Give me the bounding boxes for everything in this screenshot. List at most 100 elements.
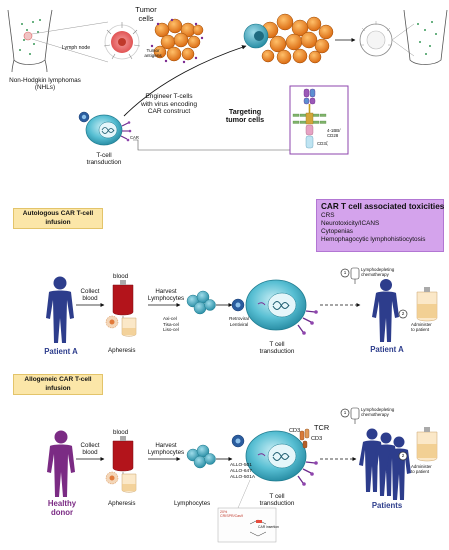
infusion-bag-allo bbox=[416, 427, 438, 462]
toxicities-title: CAR T cell associated toxicities bbox=[321, 202, 445, 211]
tcr-label: TCR bbox=[314, 423, 330, 432]
step2-number-auto: 2 bbox=[401, 310, 405, 316]
patient-a-figure-left bbox=[46, 276, 74, 343]
blood-bag-auto bbox=[112, 280, 134, 322]
attacking-tcell-top bbox=[243, 23, 269, 49]
car-receptors-allo bbox=[297, 461, 316, 484]
patient-a-label-right: Patient A bbox=[370, 345, 404, 354]
step2-circle-allo bbox=[398, 451, 408, 461]
affected-node-left bbox=[23, 31, 33, 41]
torso-outline-right bbox=[403, 9, 448, 65]
product-name: ALLO-501 bbox=[230, 463, 252, 468]
lymphocytes-label-allo: Lymphocytes bbox=[174, 500, 211, 507]
zoom-line-right-top bbox=[391, 23, 415, 41]
toxicity-item: CRS bbox=[321, 212, 335, 219]
nhl-label: Non-Hodgkin lymphomas(NHLs) bbox=[9, 77, 81, 92]
gene-insert-red bbox=[256, 520, 262, 523]
large-tcell-auto bbox=[245, 279, 307, 331]
toxicity-item: Cytopenias bbox=[321, 228, 353, 235]
car-receptors-auto bbox=[297, 310, 316, 333]
apheresis-wheel-auto bbox=[105, 315, 119, 329]
chemo-bag-allo bbox=[350, 407, 360, 424]
car-small-label: CAR bbox=[130, 135, 139, 140]
tumor-cell-cluster bbox=[153, 18, 204, 62]
patient-a-figure-right bbox=[372, 279, 399, 342]
car-construct-graphic bbox=[292, 88, 327, 149]
dead-tumor-cell bbox=[359, 21, 393, 57]
tumor-antigen-dots bbox=[150, 18, 204, 64]
tumor-cells-label: Tumor cells bbox=[135, 5, 157, 23]
virus-particle-top bbox=[78, 111, 90, 123]
product-name: Tisa-cel bbox=[163, 321, 179, 327]
blood-label-allo: blood bbox=[113, 429, 129, 436]
lymph-node-dots-right bbox=[417, 21, 437, 55]
zoom-line-right-bottom bbox=[391, 39, 415, 57]
autologous-products-list: Axi-cel Tisa-cel Liso-cel bbox=[163, 316, 179, 333]
lymphocyte-cluster-auto bbox=[186, 290, 216, 315]
product-name: ALLO-501A bbox=[230, 474, 256, 480]
car-receptors-top bbox=[120, 122, 129, 140]
crispr-zoom-line bbox=[237, 479, 251, 509]
lymphocyte-cluster-allo bbox=[186, 444, 216, 469]
allogeneic-products-list: ALLO-501 ALLO-647 ALLO-501A bbox=[230, 463, 255, 481]
zoom-line-bottom bbox=[31, 38, 109, 63]
product-name: ALLO-647 bbox=[230, 468, 252, 474]
patients-group-figures bbox=[359, 428, 411, 500]
step2-number-allo: 2 bbox=[401, 452, 405, 458]
step1-number-allo: 1 bbox=[343, 409, 347, 415]
healthy-donor-figure bbox=[47, 430, 75, 497]
car-construct-box bbox=[289, 85, 349, 155]
toxicity-item: Neurotoxicity/ICANS bbox=[321, 220, 380, 227]
apheresis-label-auto: Apheresis bbox=[108, 347, 136, 354]
large-tcell-allo bbox=[245, 430, 307, 482]
lymph-node-label: Lymph node bbox=[61, 45, 91, 51]
blood-label-auto: blood bbox=[113, 273, 129, 280]
toxicity-item: Hemophagocytic lymphohistiocytosis bbox=[321, 236, 426, 243]
plasma-bag-allo bbox=[121, 473, 137, 493]
crispr-inset bbox=[217, 507, 277, 543]
chemo-bag-auto bbox=[350, 267, 360, 284]
lymph-node-cell bbox=[103, 22, 141, 60]
apheresis-wheel-allo bbox=[105, 471, 119, 485]
step1-number-auto: 1 bbox=[343, 269, 347, 275]
zoom-line-top bbox=[31, 21, 109, 35]
tcr-complex-allo bbox=[299, 428, 310, 449]
cd3-label-a: CD3 bbox=[289, 428, 301, 434]
virus-particle-auto bbox=[231, 298, 245, 312]
blood-bag-allo bbox=[112, 436, 134, 478]
product-name: Liso-cel bbox=[163, 327, 179, 333]
product-name: Axi-cel bbox=[163, 316, 177, 321]
toxicities-box: CAR T cell associated toxicities CRS Neu… bbox=[316, 199, 444, 252]
patient-a-label-left: Patient A bbox=[44, 347, 78, 356]
step2-circle-auto bbox=[398, 309, 408, 319]
costim-domain-label: 4-1BB/CD28 bbox=[327, 128, 341, 139]
patients-label: Patients bbox=[371, 501, 403, 510]
targeting-tumor-cluster bbox=[261, 13, 334, 65]
car-zoom-bracket bbox=[133, 139, 291, 151]
torso-outline-left bbox=[7, 9, 53, 73]
virus-particle-allo bbox=[231, 434, 245, 448]
targeting-arrow bbox=[123, 45, 247, 117]
crispr-label: 20%CRISPR/Cas9 bbox=[220, 510, 243, 519]
plasma-bag-auto bbox=[121, 317, 137, 337]
step1-circle-auto bbox=[340, 268, 350, 278]
cd3-zeta-label: CD3ζ bbox=[317, 141, 328, 146]
